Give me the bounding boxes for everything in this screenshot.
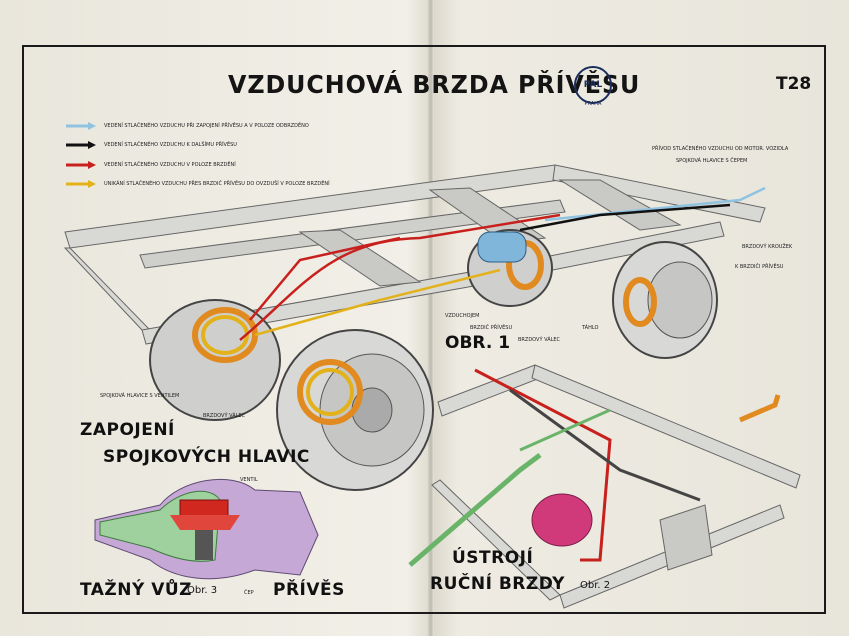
label-tahlo: TÁHLO (582, 325, 599, 331)
trailer-label: PŘÍVĚS (273, 580, 345, 600)
label-k-brzdici: K BRZDIČI PŘÍVĚSU (735, 264, 784, 270)
legend-item: VEDENÍ STLAČENÉHO VZDUCHU K DALŠÍMU PŘÍV… (66, 141, 237, 149)
air-lines (239, 186, 766, 341)
label-spojkova-cep: SPOJKOVÁ HLAVICE S ČEPEM (676, 158, 748, 164)
poster-title: VZDUCHOVÁ BRZDA PŘÍVĚSU (228, 70, 641, 99)
brake-cylinder (531, 493, 593, 547)
figure-3-label: Obr. 3 (187, 585, 218, 596)
coupling-heading-line2: SPOJKOVÝCH HLAVIC (103, 447, 310, 467)
arrow-icon (66, 161, 96, 169)
legend-item: UNIKÁNÍ STLAČENÉHO VZDUCHU PŘES BRZDIČ P… (66, 180, 330, 188)
label-brzdovy-valec: BRZDOVÝ VÁLEC (518, 337, 561, 343)
arrow-icon (66, 122, 96, 130)
hand-brake-heading-line2: RUČNÍ BRZDY (430, 574, 565, 594)
hand-brake-parts (408, 368, 781, 567)
arrow-icon (66, 141, 96, 149)
label-cep: ČEP (244, 590, 254, 596)
label-spojkova-ventil: SPOJKOVÁ HLAVICE S VENTILEM (100, 393, 180, 399)
hand-brake-heading-line1: ÚSTROJÍ (452, 548, 534, 568)
air-reservoir (477, 231, 527, 263)
label-brzdic: BRZDIČ PŘÍVĚSU (470, 325, 513, 331)
legend-item: VEDENÍ STLAČENÉHO VZDUCHU PŘI ZAPOJENÍ P… (66, 122, 309, 130)
coupling-head-section (94, 478, 319, 580)
label-ventil: VENTIL (240, 477, 258, 483)
figure-2-label: Obr. 2 (580, 580, 611, 591)
poster-code: T28 (776, 74, 812, 94)
legend-label: VEDENÍ STLAČENÉHO VZDUCHU PŘI ZAPOJENÍ P… (104, 123, 309, 129)
legend-label: UNIKÁNÍ STLAČENÉHO VZDUCHU PŘES BRZDIČ P… (104, 181, 330, 187)
publisher-logo: PAL (574, 66, 612, 104)
publisher-logo-sub: PRAHA (584, 101, 602, 107)
arrow-icon (66, 180, 96, 188)
label-privod: PŘÍVOD STLAČENÉHO VZDUCHU OD MOTOR. VOZI… (652, 146, 789, 152)
legend-label: VEDENÍ STLAČENÉHO VZDUCHU V POLOZE BRZDĚ… (104, 162, 236, 168)
label-vzduchojem: VZDUCHOJEM (445, 313, 480, 319)
coupling-heading-line1: ZAPOJENÍ (80, 420, 175, 440)
poster-frame (22, 45, 826, 614)
towing-vehicle-label: TAŽNÝ VŮZ (80, 580, 193, 600)
legend-label: VEDENÍ STLAČENÉHO VZDUCHU K DALŠÍMU PŘÍV… (104, 142, 237, 148)
figure-1-heading: OBR. 1 (445, 333, 511, 353)
legend-item: VEDENÍ STLAČENÉHO VZDUCHU V POLOZE BRZDĚ… (66, 161, 236, 169)
label-brzdovy-kotouc: BRZDOVÝ KROUŽEK (742, 244, 793, 250)
page-fold (428, 0, 434, 636)
label-brzdovy-valec: BRZDOVÝ VÁLEC (203, 413, 246, 419)
hand-brake-frame (431, 364, 801, 609)
